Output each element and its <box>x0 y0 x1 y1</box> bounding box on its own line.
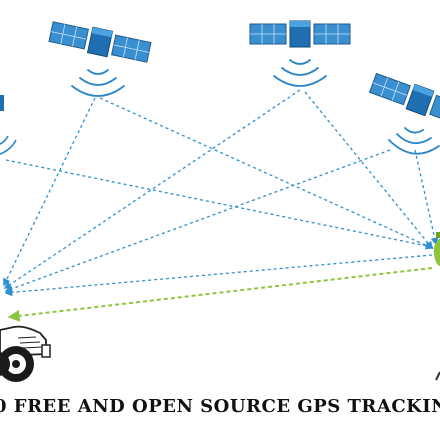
signal-line <box>3 89 301 289</box>
signal-line <box>5 159 434 250</box>
tractor-icon <box>0 325 51 382</box>
return-line <box>7 267 433 322</box>
signal-waves <box>71 69 125 97</box>
signal-line <box>414 149 439 246</box>
satellite-icon <box>368 72 440 128</box>
signal-waves <box>388 127 440 155</box>
signal-line <box>3 97 96 287</box>
signal-waves <box>273 59 327 87</box>
signal-lines <box>3 89 439 297</box>
signal-line <box>99 97 434 249</box>
satellite-icon <box>48 21 152 63</box>
caption-title: 0 FREE AND OPEN SOURCE GPS TRACKING <box>0 396 440 417</box>
satellite-body-left <box>0 95 4 111</box>
receiver-mast <box>435 371 440 381</box>
satellite-waves-left <box>0 135 17 155</box>
satellite-icon <box>249 20 351 48</box>
signal-line <box>4 149 391 293</box>
signal-line <box>4 254 433 297</box>
gps-receiver-icon <box>433 232 440 266</box>
